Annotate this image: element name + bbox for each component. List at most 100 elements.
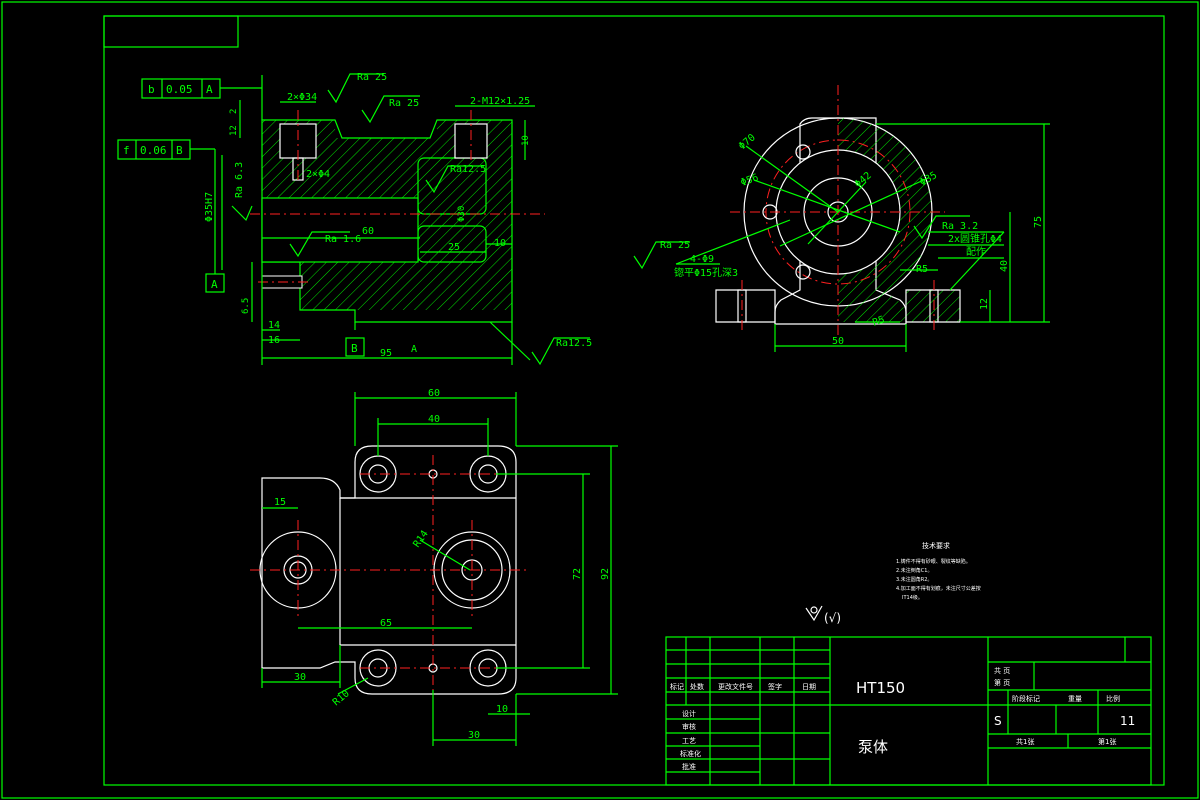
front-dim: 10 xyxy=(494,238,506,249)
side-r5b: R5 xyxy=(871,314,886,328)
front-thread-label: 2-M12×1.25 xyxy=(470,96,530,107)
side-r5a: R5 xyxy=(916,264,928,275)
inner-border xyxy=(103,15,1165,786)
title-material: HT150 xyxy=(856,679,905,697)
title-block: 标记 处数 更改文件号 签字 日期 设计 审核 工艺 标准化 批准 HT150 … xyxy=(665,636,1152,786)
top-leader xyxy=(337,677,369,695)
front-holes-label: 2×Φ34 xyxy=(287,92,317,103)
front-dim: 10 xyxy=(521,135,531,146)
front-ra16: Ra 1.6 xyxy=(325,234,361,245)
side-base-flange xyxy=(906,290,960,322)
side-phi56: Φ56 xyxy=(739,172,760,189)
side-ra32: Ra 3.2 xyxy=(942,221,978,232)
general-roughness-symbol: (√) xyxy=(805,605,841,625)
roughness-symbol-text: (√) xyxy=(824,611,841,625)
front-dim: 14 xyxy=(268,320,280,331)
title-row-label: 批准 xyxy=(682,762,696,771)
front-ra63: Ra 6.3 xyxy=(234,162,245,198)
side-roughness-mark xyxy=(913,215,970,240)
front-phi30: Φ30 xyxy=(457,206,467,222)
side-bolt-hole xyxy=(795,264,811,280)
datum-frame-ref: B xyxy=(176,144,183,157)
title-unit-bottom: 第 页 xyxy=(994,678,1010,687)
top-dim: 30 xyxy=(468,730,480,741)
front-dim: 6.5 xyxy=(241,298,251,314)
datum-b-box xyxy=(345,337,365,357)
front-roughness-mark xyxy=(361,95,420,124)
title-stage-value: S xyxy=(994,714,1002,728)
title-sheet-total: 共1张 xyxy=(1016,737,1034,746)
side-roughness-mark xyxy=(633,241,690,270)
side-dim: 75 xyxy=(1033,216,1044,228)
datum-frame-symbol: b xyxy=(148,83,155,96)
side-body-outline xyxy=(774,117,907,325)
top-dim: 15 xyxy=(274,497,286,508)
front-pin-label: 2×Φ4 xyxy=(306,169,330,180)
side-cone-pin: 2x圆锥孔Φ4 xyxy=(948,233,1002,245)
side-phi70: Φ70 xyxy=(737,132,758,152)
front-ra125-mid: Ra12.5 xyxy=(450,164,486,175)
datum-b-label: B xyxy=(351,342,358,355)
tech-note-item: 1.铸件不得有砂眼、裂纹等缺陷。 xyxy=(896,558,971,565)
tech-notes: 技术要求 1.铸件不得有砂眼、裂纹等缺陷。 2.未注倒角C1。 3.未注圆角R2… xyxy=(896,541,981,601)
top-r14: R14 xyxy=(411,529,430,550)
title-col-label: 日期 xyxy=(802,683,816,691)
front-dim: 16 xyxy=(268,335,280,346)
tech-note-item: IT14级。 xyxy=(902,594,923,601)
side-leader xyxy=(949,231,1005,291)
tech-note-item: 2.未注倒角C1。 xyxy=(896,567,932,574)
side-leader xyxy=(745,145,839,213)
title-stage-label: 阶段标记 xyxy=(1012,694,1040,703)
top-dim: 10 xyxy=(496,704,508,715)
front-leader xyxy=(489,321,531,361)
side-dim: 40 xyxy=(999,260,1010,272)
title-unit-top: 共 页 xyxy=(994,666,1010,675)
front-roughness-mark xyxy=(531,337,590,366)
top-r10: R10 xyxy=(331,688,352,708)
side-ra25: Ra 25 xyxy=(660,240,690,251)
front-bore-left xyxy=(261,197,419,263)
front-dim: 12 xyxy=(229,125,239,136)
side-base-flange xyxy=(715,289,776,323)
side-leader xyxy=(753,179,901,233)
top-dim: 65 xyxy=(380,618,392,629)
title-sheet-no: 第1张 xyxy=(1098,737,1116,746)
side-dim: 50 xyxy=(832,336,844,347)
front-phi35: Φ35H7 xyxy=(204,192,215,222)
front-dim: 95 xyxy=(380,348,392,359)
datum-a-label: A xyxy=(211,278,218,291)
title-scale-value: 11 xyxy=(1120,714,1135,728)
section-label: A xyxy=(411,344,417,355)
title-col-label: 处数 xyxy=(690,682,704,691)
corner-code-box xyxy=(103,15,239,48)
title-weight-label: 重量 xyxy=(1068,695,1082,703)
title-part-name: 泵体 xyxy=(858,738,888,756)
title-col-label: 更改文件号 xyxy=(718,682,753,691)
front-roughness-mark xyxy=(425,165,484,194)
datum-frame-ref: A xyxy=(206,83,213,96)
side-holes-label: 4-Φ9 xyxy=(690,254,714,265)
side-leader xyxy=(675,219,791,265)
top-dim: 40 xyxy=(428,414,440,425)
front-ra25-mid: Ra 25 xyxy=(389,98,419,109)
side-match: 配作 xyxy=(966,246,986,258)
front-ra125-bottom: Ra12.5 xyxy=(556,338,592,349)
datum-frame-mid: f 0.06 B xyxy=(117,139,191,160)
title-row-label: 标准化 xyxy=(680,749,701,758)
top-body-outline xyxy=(261,445,517,695)
front-roughness-mark xyxy=(327,73,384,104)
top-dim: 72 xyxy=(572,568,583,580)
side-view: Φ70 Φ56 Φ42 Φ35 Ra 25 4-Φ9 锪平Φ15孔深3 Ra 3… xyxy=(633,85,1050,352)
front-roughness-mark xyxy=(231,205,253,222)
side-leader xyxy=(779,177,929,247)
front-dim: 2 xyxy=(229,109,239,114)
front-dim: 60 xyxy=(362,226,374,237)
front-ra25-top: Ra 25 xyxy=(357,72,387,83)
top-view: R14 R10 60 40 15 65 30 72 92 10 30 xyxy=(250,388,618,746)
top-dim: 92 xyxy=(600,568,611,580)
title-row-label: 审核 xyxy=(682,722,696,731)
side-bolt-hole xyxy=(795,144,811,160)
side-dim: 12 xyxy=(979,298,990,310)
